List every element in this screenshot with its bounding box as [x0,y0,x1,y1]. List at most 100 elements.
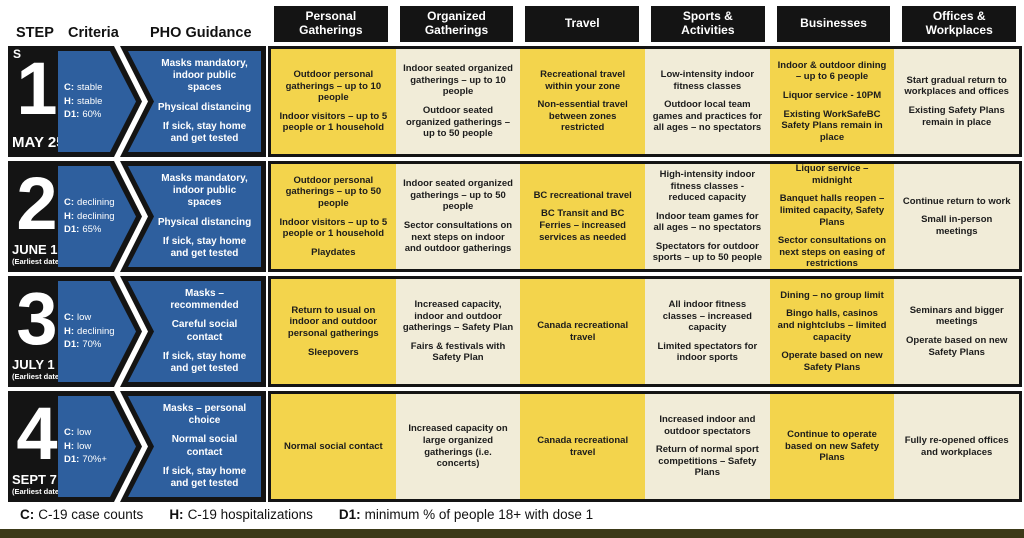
step-2-panel: 2 JUNE 15 (Earliest date) C:declining H:… [8,161,266,272]
text-line: Dining – no group limit [780,289,884,301]
earliest-date-note: (Earliest date) [12,256,62,266]
step-1-row: S 1 MAY 25 C:stable H:stable D1:60% Mask… [8,46,1022,157]
step-3-number: 3 [16,277,58,360]
text-line: BC recreational travel [533,189,632,201]
text-line: Spectators for outdoor sports – up to 50… [652,240,762,264]
criteria-value: low [77,311,92,323]
text-line: Careful social contact [171,319,238,343]
text-line: Liquor service – midnight [795,163,869,186]
cell-organized-gatherings: Indoor seated organized gatherings – up … [395,49,521,154]
legend-text: C-19 case counts [38,507,144,522]
criteria-line: C:stable [64,81,136,95]
cell-businesses: Continue to operate based on new Safety … [769,394,895,499]
criteria-key: C: [64,81,75,93]
criteria-line: C:low [64,426,136,440]
column-header-personal-gatherings: Personal Gatherings [274,6,388,42]
criteria-value: 70% [82,339,102,351]
column-header-sports-activities: Sports & Activities [651,6,765,42]
text-line: Recreational travel within your zone [540,69,626,92]
text-line: Masks mandatory, indoor public spaces [161,172,248,209]
cell-organized-gatherings: Increased capacity on large organized ga… [395,394,521,499]
step-3-cells: Return to usual on indoor and outdoor pe… [268,276,1022,387]
step-3-criteria-box: C:low H:declining D1:70% [58,281,136,382]
criteria-key: D1: [64,454,80,466]
criteria-value: declining [77,325,115,337]
text-line: Bingo halls, casinos and nightclubs – li… [777,308,887,343]
text-line: Indoor seated organized gatherings – up … [403,178,513,213]
cell-personal-gatherings: Outdoor personal gatherings – up to 50 p… [271,164,396,269]
text-line: Masks – recommended [170,287,239,312]
criteria-value: declining [77,210,115,222]
criteria-value: stable [77,81,103,93]
criteria-value: 70%+ [82,454,107,466]
criteria-column-label: Criteria [68,25,119,41]
cell-offices-workplaces: Fully re-opened offices and workplaces [894,394,1020,499]
text-line: Operate based on new Safety Plans [906,335,1008,358]
date-text: JULY 1 [12,357,55,373]
step-3-panel: 3 JULY 1 (Earliest date) C:low H:declini… [8,276,266,387]
text-line: If sick, stay home and get tested [162,465,247,489]
text-line: Return to usual on indoor and outdoor pe… [287,304,379,339]
header-row: STEP Criteria PHO Guidance Personal Gath… [8,6,1022,42]
text-line: Outdoor local team games and practices f… [652,99,762,134]
earliest-date-note: (Earliest date) [12,371,62,381]
text-line: Indoor team games for all ages – no spec… [653,210,762,234]
pho-guidance-column-label: PHO Guidance [150,25,252,41]
text-line: Outdoor seated organized gatherings – up… [406,105,510,140]
text-line: If sick, stay home and get tested [162,235,247,259]
criteria-line: D1:70%+ [64,453,136,467]
legend-key: C: [20,507,35,522]
text-line: Canada recreational travel [537,319,629,343]
text-line: Return of normal sport competitions – Sa… [655,444,759,479]
criteria-key: H: [64,440,75,452]
text-line: Liquor service - 10PM [782,89,882,101]
column-header-businesses: Businesses [776,6,891,42]
step-1-number: 1 [16,47,58,130]
text-line: Start gradual return to workplaces and o… [904,74,1009,98]
steps-wrap-letter: S [13,47,22,61]
step-2-row: 2 JUNE 15 (Earliest date) C:declining H:… [8,161,1022,272]
text-line: Operate based on new Safety Plans [781,350,883,373]
cell-offices-workplaces: Start gradual return to workplaces and o… [894,49,1020,154]
criteria-key: C: [64,196,75,208]
text-line: Outdoor personal gatherings – up to 50 p… [285,174,382,209]
cell-organized-gatherings: Increased capacity, indoor and outdoor g… [395,279,521,384]
step-1-date: MAY 25 [12,134,65,152]
cell-personal-gatherings: Normal social contact [271,394,396,499]
criteria-value: declining [77,196,115,208]
column-header-organized-gatherings: Organized Gatherings [399,6,514,42]
step-1-cells: Outdoor personal gatherings – up to 10 p… [268,46,1022,157]
criteria-line: C:declining [64,196,136,210]
criteria-line: H:stable [64,95,136,109]
text-line: Seminars and bigger meetings [909,304,1004,328]
cell-personal-gatherings: Return to usual on indoor and outdoor pe… [271,279,396,384]
text-line: Low-intensity indoor fitness classes [660,69,755,92]
criteria-line: D1:65% [64,223,136,237]
legend-dose1: D1:minimum % of people 18+ with dose 1 [339,507,593,522]
text-line: Indoor visitors – up to 5 people or 1 ho… [279,216,388,240]
step-4-date: SEPT 7 (Earliest date) [12,473,62,496]
step-2-cells: Outdoor personal gatherings – up to 50 p… [268,161,1022,272]
cell-sports-activities: High-intensity indoor fitness classes - … [645,164,770,269]
criteria-value: 65% [82,224,102,236]
criteria-line: D1:70% [64,338,136,352]
step-4-number-box: 4 SEPT 7 (Earliest date) C:low H:low D1:… [8,391,142,502]
cell-travel: Canada recreational travel [520,394,646,499]
legend-key: H: [169,507,184,522]
header-left-labels: STEP Criteria PHO Guidance [8,6,266,42]
criteria-key: D1: [64,224,80,236]
criteria-key: H: [64,210,75,222]
legend-key: D1: [338,507,361,522]
text-line: High-intensity indoor fitness classes - … [659,168,756,204]
text-line: Existing WorkSafeBC Safety Plans remain … [781,108,883,143]
text-line: Existing Safety Plans remain in place [908,105,1005,128]
text-line: Normal social contact [283,440,383,452]
step-2-date: JUNE 15 (Earliest date) [12,243,65,266]
text-line: Increased indoor and outdoor spectators [659,414,756,437]
